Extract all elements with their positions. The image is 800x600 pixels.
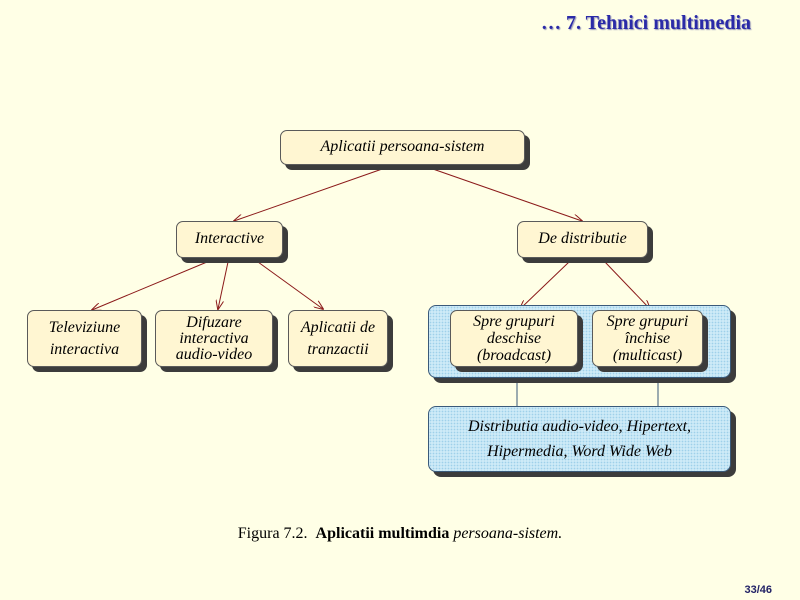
node-closed-groups: Spre grupuri închise (multicast): [592, 310, 703, 367]
arrow-distribution-closed: [604, 261, 650, 309]
node-closed-line1: Spre grupuri: [606, 313, 689, 330]
node-transactions-line1: Aplicatii de: [300, 318, 376, 336]
node-closed-line2: închise: [624, 330, 671, 347]
node-interactive-label: Interactive: [194, 230, 265, 248]
node-transactions: Aplicatii de tranzactii: [288, 310, 388, 367]
node-diffusion-line2: interactiva: [179, 329, 249, 347]
caption-italic: persoana-sistem.: [453, 525, 563, 542]
node-distribution-label: De distributie: [538, 230, 627, 248]
node-open-line3: (broadcast): [476, 347, 552, 364]
arrow-root-distribution: [429, 167, 582, 221]
node-interactive-diffusion: Difuzare interactiva audio-video: [155, 310, 273, 367]
node-root-label: Aplicatii persoana-sistem: [320, 138, 485, 156]
arrow-distribution-open: [520, 261, 570, 309]
node-services-line2: Hipermedia, Word Wide Web: [487, 443, 672, 460]
node-root: Aplicatii persoana-sistem: [280, 130, 525, 165]
caption-prefix: Figura 7.2.: [237, 525, 308, 542]
slide-title: … 7. Tehnici multimedia: [540, 12, 751, 34]
node-diffusion-line3: audio-video: [175, 345, 253, 363]
arrow-interactive-transactions: [257, 261, 323, 309]
node-services-line1: Distributia audio-video, Hipertext,: [467, 418, 692, 435]
node-open-groups: Spre grupuri deschise (broadcast): [450, 310, 578, 367]
arrow-interactive-diffusion: [218, 261, 229, 309]
page-number: 33/46: [744, 584, 772, 596]
node-interactive: Interactive: [176, 221, 283, 258]
caption-bold: Aplicatii multimdia: [315, 525, 450, 542]
node-interactive-tv: Televiziune interactiva: [27, 310, 142, 367]
node-open-line1: Spre grupuri: [473, 313, 555, 330]
node-tv-line1: Televiziune: [48, 318, 121, 336]
node-tv-line2: interactiva: [49, 340, 120, 358]
arrow-root-interactive: [234, 167, 386, 221]
node-distribution: De distributie: [517, 221, 648, 258]
node-transactions-line2: tranzactii: [307, 340, 369, 358]
arrow-interactive-tv: [92, 261, 208, 310]
node-closed-line3: (multicast): [612, 347, 683, 364]
figure-caption: Figura 7.2. Aplicatii multimdia persoana…: [0, 525, 800, 543]
node-open-line2: deschise: [486, 330, 542, 347]
node-diffusion-line1: Difuzare: [186, 313, 242, 331]
node-services: Distributia audio-video, Hipertext, Hipe…: [428, 406, 731, 472]
